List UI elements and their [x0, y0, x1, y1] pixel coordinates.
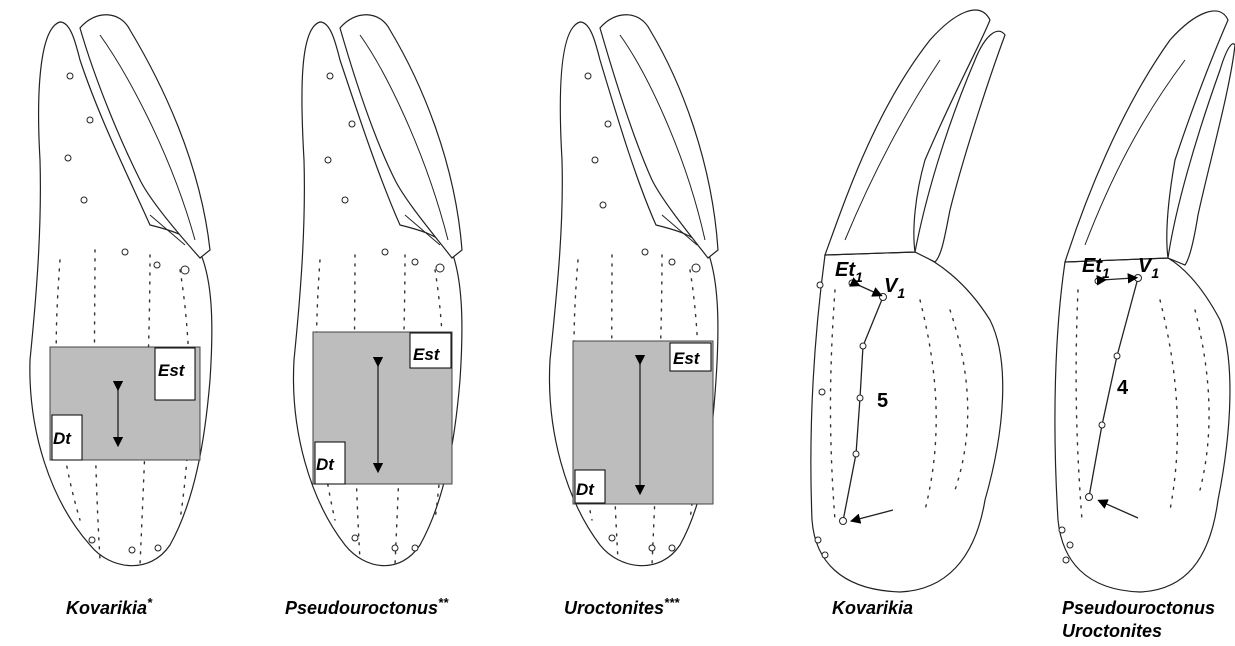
trichobothrium — [352, 535, 358, 541]
trichobothrium — [1099, 422, 1105, 428]
label-est: Est — [158, 361, 186, 380]
panel-5: Et1 V1 4 Pseudouroctonus Uroctonites — [1055, 11, 1235, 641]
trichobothrium — [692, 264, 700, 272]
trichobothrium — [817, 282, 823, 288]
chela-outline — [1055, 258, 1230, 592]
caption-line-2: Uroctonites — [1062, 621, 1162, 641]
caption: Kovarikia* — [66, 595, 153, 618]
trichobothrium — [857, 395, 863, 401]
trichobothrium — [154, 262, 160, 268]
label-dt: Dt — [53, 429, 72, 448]
trichobothrium-et1 — [1095, 278, 1101, 284]
trichobothrium — [642, 249, 648, 255]
trichobothrium — [129, 547, 135, 553]
trichobothrium — [1114, 353, 1120, 359]
trichobothrium — [392, 545, 398, 551]
trichobothrium — [67, 73, 73, 79]
trichobothrium — [600, 202, 606, 208]
trichobothrium — [649, 545, 655, 551]
trichobothrium — [822, 552, 828, 558]
trichobothrium — [382, 249, 388, 255]
caption: Uroctonites*** — [564, 595, 680, 618]
label-dt: Dt — [316, 455, 335, 474]
panel-1: Est Dt Kovarikia* — [30, 15, 212, 618]
label-est: Est — [673, 349, 701, 368]
trichobothrium — [325, 157, 331, 163]
trichobothrium — [669, 259, 675, 265]
trichobothrium — [585, 73, 591, 79]
count-label: 5 — [877, 390, 888, 412]
trichobothrium — [412, 259, 418, 265]
trichobothrium — [1067, 542, 1073, 548]
trichobothrium — [87, 117, 93, 123]
chela-outline — [811, 252, 1003, 592]
trichobothrium — [819, 389, 825, 395]
caption-line-1: Pseudouroctonus — [1062, 598, 1215, 618]
trichobothrium — [89, 537, 95, 543]
trichobothrium — [181, 266, 189, 274]
trichobothrium — [155, 545, 161, 551]
trichobothrium — [342, 197, 348, 203]
trichobothrium — [122, 249, 128, 255]
trichobothrium — [609, 535, 615, 541]
trichobothrium — [860, 343, 866, 349]
trichobothrium — [65, 155, 71, 161]
panel-3: Est Dt Uroctonites*** — [549, 15, 718, 618]
trichobothrium — [815, 537, 821, 543]
trichobothrium — [605, 121, 611, 127]
trichobothrium — [327, 73, 333, 79]
label-dt: Dt — [576, 480, 595, 499]
trichobothrium — [349, 121, 355, 127]
panel-4: Et1 V1 5 Kovarikia — [811, 10, 1005, 618]
caption: Kovarikia — [832, 598, 913, 618]
trichobothrium — [1059, 527, 1065, 533]
label-est: Est — [413, 345, 441, 364]
trichobothrium — [436, 264, 444, 272]
trichobothrium — [81, 197, 87, 203]
caption: Pseudouroctonus** — [285, 595, 449, 618]
trichobothrium — [669, 545, 675, 551]
trichobothrium — [1063, 557, 1069, 563]
trichobothrium — [592, 157, 598, 163]
trichobothrium — [412, 545, 418, 551]
trichobothrium — [1086, 494, 1093, 501]
panel-2: Est Dt Pseudouroctonus** — [285, 15, 462, 618]
trichobothrium — [853, 451, 859, 457]
count-label: 4 — [1117, 377, 1129, 399]
trichobothrium — [840, 518, 847, 525]
